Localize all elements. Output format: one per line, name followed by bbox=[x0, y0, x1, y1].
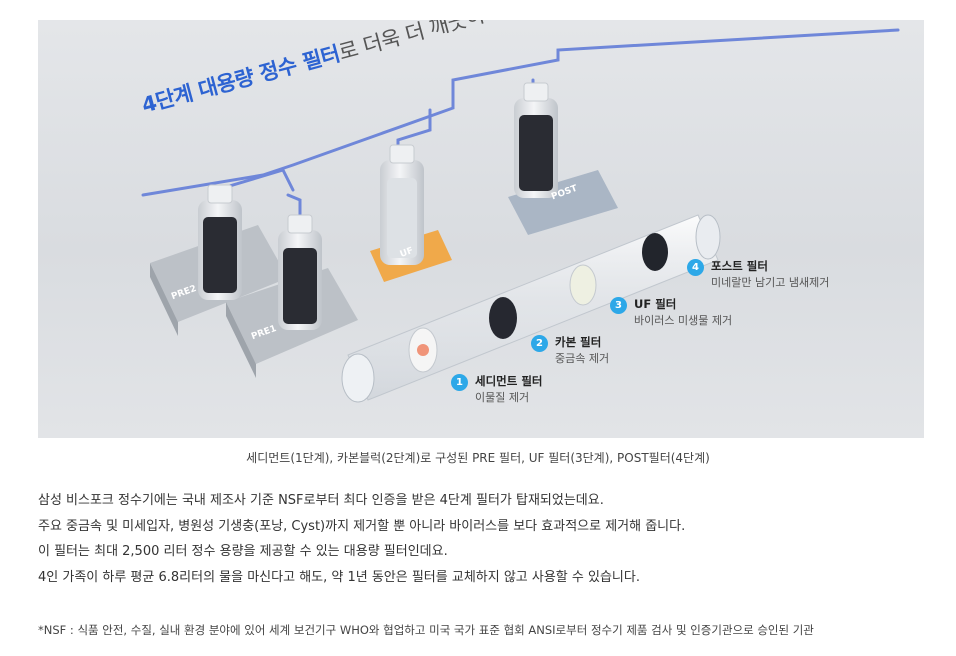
body-paragraph: 삼성 비스포크 정수기에는 국내 제조사 기준 NSF로부터 최다 인증을 받은… bbox=[38, 488, 685, 590]
step-3-desc: 바이러스 미생물 제거 bbox=[634, 314, 733, 327]
step-3-badge: 3 bbox=[610, 297, 627, 314]
step-1-desc: 이물질 제거 bbox=[475, 391, 530, 404]
step-4-desc: 미네랄만 남기고 냄새제거 bbox=[711, 276, 830, 289]
step-3-title: UF 필터 bbox=[634, 297, 677, 311]
footnote: *NSF : 식품 안전, 수질, 실내 환경 분야에 있어 세계 보건기구 W… bbox=[38, 623, 814, 637]
step-4-title: 포스트 필터 bbox=[711, 259, 768, 273]
step-4-badge: 4 bbox=[687, 259, 704, 276]
step-1-badge: 1 bbox=[451, 374, 468, 391]
paragraph-line: 4인 가족이 하루 평균 6.8리터의 물을 마신다고 해도, 약 1년 동안은… bbox=[38, 569, 640, 585]
paragraph-line: 주요 중금속 및 미세입자, 병원성 기생충(포낭, Cyst)까지 제거할 뿐… bbox=[38, 518, 686, 534]
step-2-title: 카본 필터 bbox=[555, 335, 602, 349]
step-1-title: 세디먼트 필터 bbox=[475, 374, 543, 388]
figure-caption: 세디먼트(1단계), 카본블럭(2단계)로 구성된 PRE 필터, UF 필터(… bbox=[246, 451, 710, 465]
step-2-desc: 중금속 제거 bbox=[555, 352, 610, 365]
step-2-badge: 2 bbox=[531, 335, 548, 352]
filter-diagram-art bbox=[141, 28, 900, 403]
filter-cartridges bbox=[198, 82, 558, 330]
filter-illustration: 4단계 대용량 정수 필터로 더욱 더 깨끗하게 PRE2 PRE1 UF PO… bbox=[38, 20, 924, 438]
filter-tube bbox=[341, 214, 721, 403]
paragraph-line: 이 필터는 최대 2,500 리터 정수 용량을 제공할 수 있는 대용량 필터… bbox=[38, 544, 448, 559]
paragraph-line: 삼성 비스포크 정수기에는 국내 제조사 기준 NSF로부터 최다 인증을 받은… bbox=[38, 493, 604, 508]
